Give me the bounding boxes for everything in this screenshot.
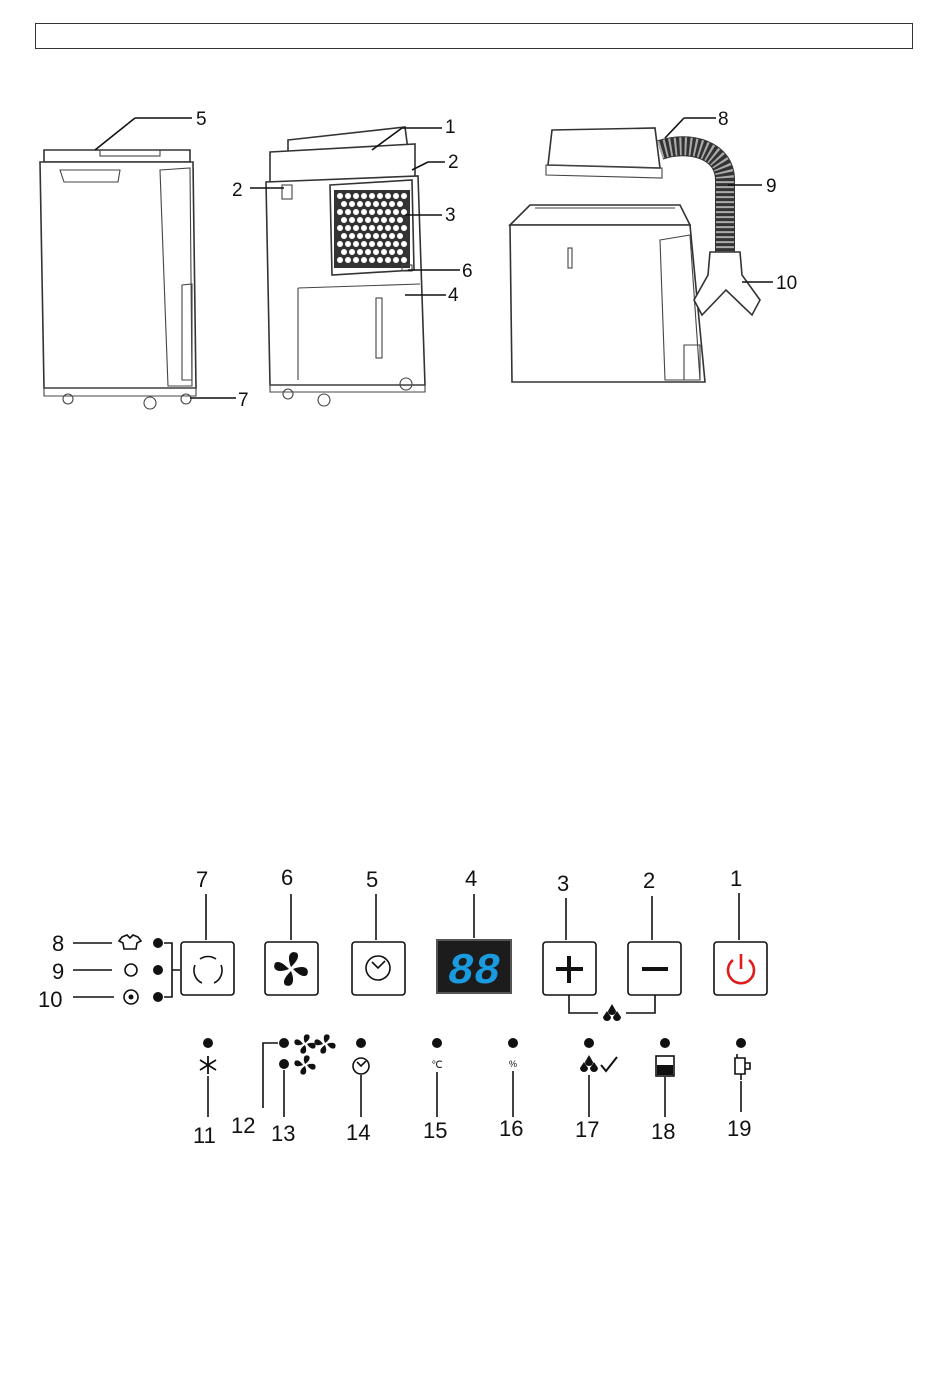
clock-icon (366, 956, 390, 980)
callout-2-left: 2 (232, 180, 243, 201)
mode-cycle-icon (194, 956, 222, 983)
panel-label-9: 9 (52, 959, 64, 984)
panel-label-3: 3 (557, 871, 569, 896)
panel-label-18: 18 (651, 1119, 675, 1144)
panel-label-15: 15 (423, 1118, 447, 1143)
panel-label-1: 1 (730, 866, 742, 891)
callout-7: 7 (238, 390, 249, 411)
power-icon (728, 954, 754, 983)
fan-low-icon (294, 1055, 315, 1074)
snowflake-icon (200, 1056, 216, 1074)
percent-icon: % (509, 1059, 517, 1069)
indicator-dot-purify (153, 992, 163, 1002)
panel-label-5: 5 (366, 867, 378, 892)
timer-button[interactable] (352, 942, 405, 995)
indicator-dot-fan-low (279, 1059, 289, 1069)
panel-label-19: 19 (727, 1116, 751, 1141)
display-digits: 88 (448, 947, 501, 997)
callout-1: 1 (445, 117, 456, 138)
panel-label-6: 6 (281, 865, 293, 890)
mode-button[interactable] (181, 942, 234, 995)
air-grille (334, 190, 410, 268)
indicator-dot-fan-high (279, 1038, 289, 1048)
panel-label-12: 12 (231, 1113, 255, 1138)
panel-label-17: 17 (575, 1117, 599, 1142)
panel-label-11: 11 (193, 1123, 216, 1148)
panel-label-13: 13 (271, 1121, 295, 1146)
indicator-dot-defrost (584, 1038, 594, 1048)
panel-label-14: 14 (346, 1120, 370, 1145)
callout-8: 8 (718, 109, 729, 130)
callout-9: 9 (766, 176, 777, 197)
callout-10: 10 (776, 273, 797, 294)
unit-side-view (40, 150, 196, 409)
indicator-dot-auto (153, 965, 163, 975)
unit-hose-view (510, 128, 705, 382)
purifier-icon (124, 990, 138, 1004)
panel-label-2: 2 (643, 868, 655, 893)
tank-full-icon (656, 1056, 674, 1076)
indicator-dot-laundry (153, 938, 163, 948)
indicator-dot-cool (203, 1038, 213, 1048)
panel-label-4: 4 (465, 866, 477, 891)
unit-front-view (266, 127, 425, 406)
droplets-check-icon (580, 1055, 617, 1072)
pump-drain-icon (735, 1054, 750, 1080)
indicator-dot-percent (508, 1038, 518, 1048)
panel-label-10: 10 (38, 987, 62, 1012)
callout-4: 4 (448, 285, 459, 306)
indicator-dot-timer (356, 1038, 366, 1048)
digital-display: 88 (437, 940, 511, 997)
plus-icon (556, 956, 583, 983)
indicator-dot-tank (660, 1038, 670, 1048)
panel-label-7: 7 (196, 867, 208, 892)
shirt-icon (119, 935, 141, 949)
indicator-dot-drain (736, 1038, 746, 1048)
fan-icon (274, 952, 308, 986)
power-button[interactable] (714, 942, 767, 995)
minus-button[interactable] (628, 942, 681, 995)
timer-indicator-icon (353, 1058, 369, 1074)
circle-icon (125, 964, 137, 976)
callout-5: 5 (196, 109, 207, 130)
celsius-icon: ℃ (431, 1060, 442, 1071)
panel-label-16: 16 (499, 1116, 523, 1141)
panel-label-8: 8 (52, 931, 64, 956)
fan-button[interactable] (265, 942, 318, 995)
callout-6: 6 (462, 261, 473, 282)
droplets-icon (603, 1004, 621, 1021)
callout-3: 3 (445, 205, 456, 226)
plus-button[interactable] (543, 942, 596, 995)
callout-2-right: 2 (448, 152, 459, 173)
indicator-dot-celsius (432, 1038, 442, 1048)
fan-high-icon (294, 1034, 335, 1053)
